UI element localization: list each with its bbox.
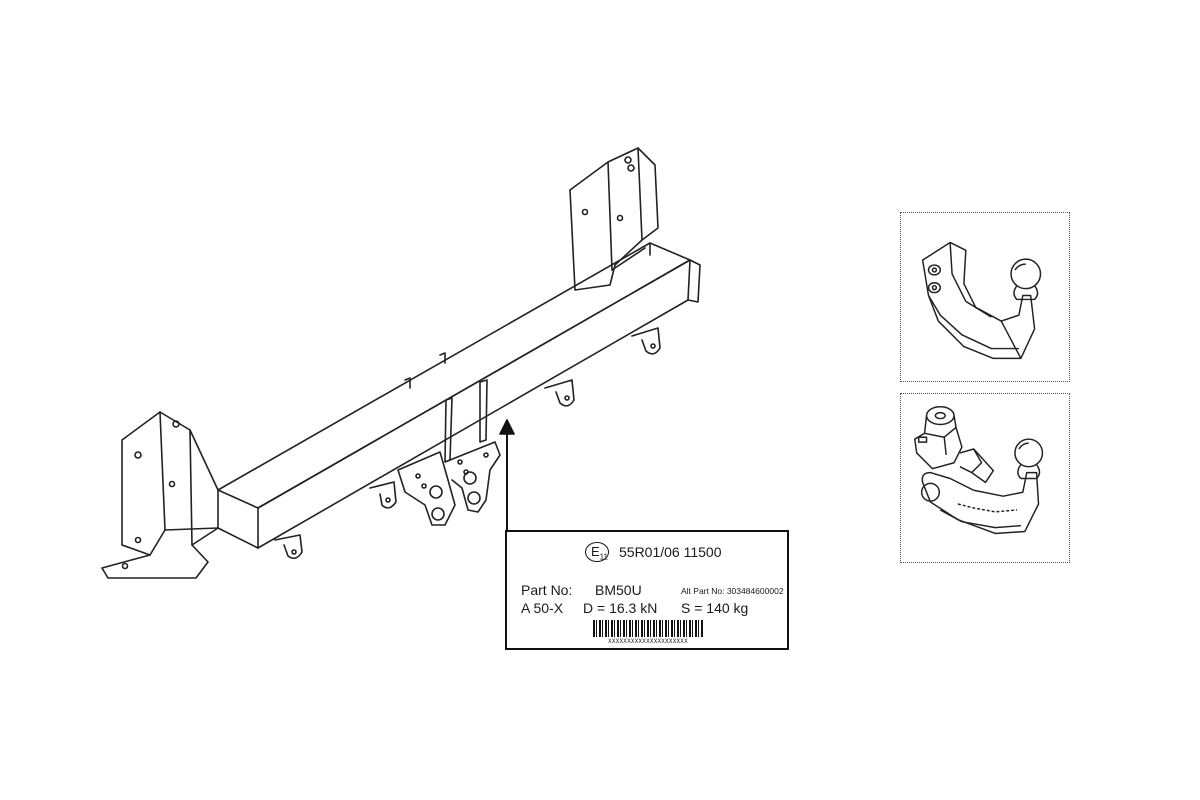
certification-label: E11 55R01/06 11500 Part No: BM50U Alt Pa… (505, 530, 789, 650)
left-mounting-bracket (101, 411, 219, 579)
approval-row: E11 55R01/06 11500 (507, 540, 787, 564)
towball-mount-plates (397, 379, 501, 526)
part-no-label: Part No: (521, 582, 573, 598)
electric-towball-panel (900, 393, 1070, 563)
cross-beam (217, 242, 701, 549)
detachable-towball-panel (900, 212, 1070, 382)
e-mark-icon: E11 (585, 542, 609, 562)
right-mounting-bracket (569, 147, 659, 291)
electric-socket-towball-icon (914, 406, 1044, 535)
barcode-text: XXXXXXXXXXXXXXXXXXXXX (608, 638, 688, 645)
detachable-towball-icon (921, 241, 1042, 360)
part-no-value: BM50U (595, 582, 642, 598)
s-value: S = 140 kg (681, 600, 749, 616)
approval-number: 55R01/06 11500 (619, 544, 722, 560)
pointer-arrow-icon (499, 419, 515, 531)
beam-tabs (274, 327, 661, 560)
d-value: D = 16.3 kN (583, 600, 658, 616)
barcode (593, 620, 703, 637)
class-value: A 50-X (521, 600, 564, 616)
alt-part-no: Alt Part No: 303484600002 (681, 586, 784, 596)
